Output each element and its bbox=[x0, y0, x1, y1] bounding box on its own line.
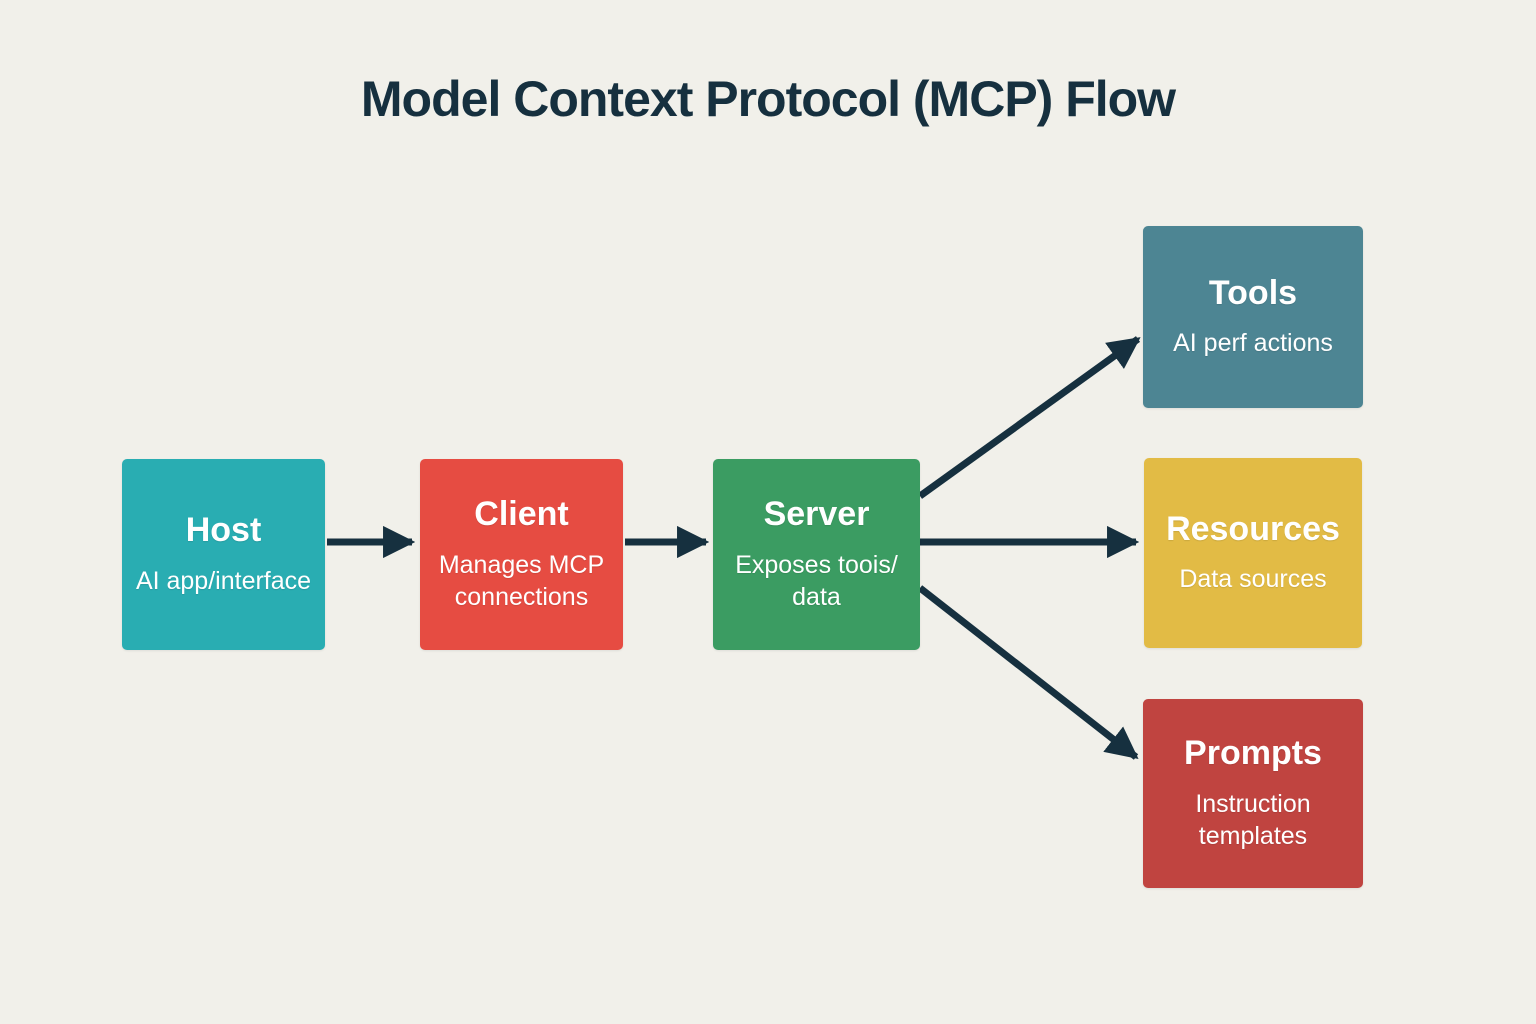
node-client-title: Client bbox=[474, 495, 569, 534]
node-resources-subtitle: Data sources bbox=[1179, 565, 1327, 594]
arrow-server-to-prompts bbox=[917, 585, 1139, 760]
node-client-subtitle: Manages MCP connections bbox=[438, 550, 605, 611]
node-prompts: Prompts Instruction templates bbox=[1143, 699, 1363, 888]
node-resources: Resources Data sources bbox=[1144, 458, 1362, 648]
node-server-subtitle: Exposes toois/ data bbox=[735, 550, 898, 611]
node-resources-title: Resources bbox=[1166, 509, 1340, 548]
node-tools-title: Tools bbox=[1208, 273, 1298, 312]
node-tools-subtitle: AI perf actions bbox=[1173, 329, 1333, 358]
node-tools: Tools AI perf actions bbox=[1143, 226, 1363, 408]
node-prompts-subtitle: Instruction templates bbox=[1195, 789, 1311, 850]
node-server: Server Exposes toois/ data bbox=[713, 459, 920, 650]
node-host-subtitle: AI app/interface bbox=[135, 566, 312, 595]
page-title: Model Context Protocol (MCP) Flow bbox=[360, 71, 1176, 127]
arrow-server-to-tools bbox=[917, 336, 1141, 499]
node-host-title: Host bbox=[185, 511, 262, 550]
node-prompts-title: Prompts bbox=[1184, 734, 1322, 773]
node-host: Host AI app/interface bbox=[122, 459, 325, 650]
node-client: Client Manages MCP connections bbox=[420, 459, 623, 650]
node-server-title: Server bbox=[763, 495, 870, 534]
